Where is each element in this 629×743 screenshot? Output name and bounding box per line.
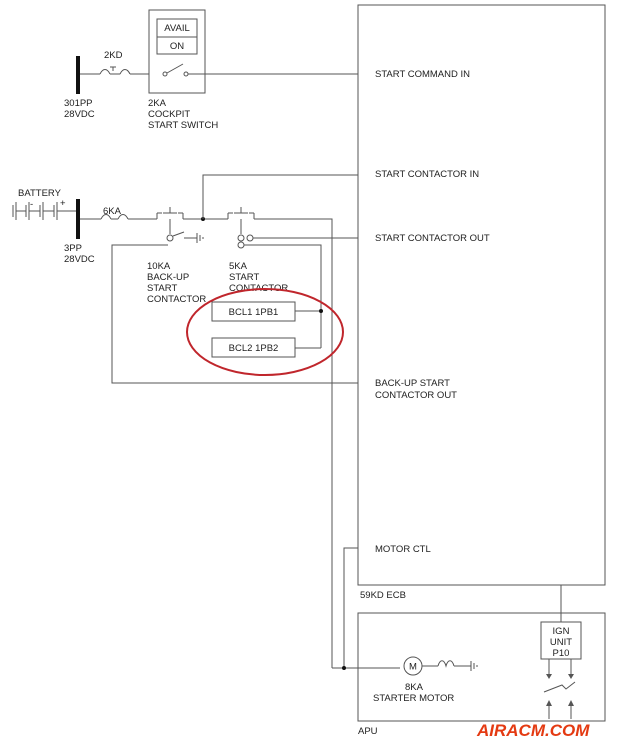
starter-motor-m: M xyxy=(409,662,417,673)
contactor-5ka-line1: START xyxy=(229,272,259,283)
starter-id: 8KA xyxy=(405,682,424,693)
highlight-ellipse xyxy=(186,288,344,376)
breaker-6ka-label: 6KA xyxy=(103,206,122,217)
ign-line1: IGN xyxy=(553,626,570,637)
wire-start-contactor-in xyxy=(202,174,358,219)
ecb-motor-ctl: MOTOR CTL xyxy=(375,544,431,555)
watermark: AIRACM.COM xyxy=(476,721,590,740)
wire-bcl-links xyxy=(295,310,321,349)
starter-name: STARTER MOTOR xyxy=(373,693,454,704)
bus-bar-3pp xyxy=(76,199,80,239)
contactor-10ka-line2: START xyxy=(147,283,177,294)
bcl1-label: BCL1 1PB1 xyxy=(229,307,279,318)
contactor-10ka-line3: CONTACTOR xyxy=(147,294,206,305)
bus-301pp-voltage: 28VDC xyxy=(64,109,95,120)
avail-label: AVAIL xyxy=(164,23,190,34)
bus-3pp-voltage: 28VDC xyxy=(64,254,95,265)
ign-line3: P10 xyxy=(553,648,570,659)
breaker-6ka-symbol xyxy=(100,214,129,220)
starter-winding-ground xyxy=(422,660,478,671)
battery-plus: + xyxy=(60,198,66,209)
wire-backup-contactor-out xyxy=(111,244,358,384)
bus-3pp-id: 3PP xyxy=(64,243,82,254)
junction-motor xyxy=(342,666,346,670)
contactor-5ka-id: 5KA xyxy=(229,261,248,272)
switch-2ka-line1: COCKPIT xyxy=(148,109,190,120)
ecb-start-contactor-in: START CONTACTOR IN xyxy=(375,169,479,180)
bus-bar-301pp xyxy=(76,56,80,94)
junction-bcl xyxy=(319,309,323,313)
igniter-arrows xyxy=(543,659,576,719)
wire-5ka-to-starter xyxy=(254,218,333,668)
on-indicator xyxy=(156,36,198,55)
ecb-box xyxy=(357,4,606,586)
ecb-start-contactor-out: START CONTACTOR OUT xyxy=(375,233,490,244)
breaker-2kd-label: 2KD xyxy=(104,50,123,61)
switch-2ka-blade xyxy=(166,63,184,74)
breaker-2kd-tick xyxy=(110,66,116,71)
battery-symbol xyxy=(12,202,76,220)
contactor-5ka-symbol xyxy=(227,207,255,249)
battery-minus: - xyxy=(30,199,33,210)
on-label: ON xyxy=(170,41,184,52)
ecb-backup-out-line1: BACK-UP START xyxy=(375,378,450,389)
ecb-start-command-in: START COMMAND IN xyxy=(375,69,470,80)
contactor-10ka-line1: BACK-UP xyxy=(147,272,189,283)
switch-2ka-contact-a xyxy=(162,71,168,77)
wire-5ka-to-bcl xyxy=(244,244,322,348)
switch-2ka-id: 2KA xyxy=(148,98,167,109)
contactor-10ka-symbol xyxy=(156,207,204,243)
apu-label: APU xyxy=(358,726,378,737)
ign-line2: UNIT xyxy=(550,637,572,648)
contactor-10ka-id: 10KA xyxy=(147,261,171,272)
ecb-name: 59KD ECB xyxy=(360,590,406,601)
wire-motor-ctl xyxy=(343,547,358,668)
battery-label: BATTERY xyxy=(18,188,62,199)
bcl2-label: BCL2 1PB2 xyxy=(229,343,279,354)
bus-301pp-id: 301PP xyxy=(64,98,93,109)
switch-2ka-line2: START SWITCH xyxy=(148,120,218,131)
ecb-backup-out-line2: CONTACTOR OUT xyxy=(375,390,457,401)
breaker-2kd-symbol xyxy=(99,69,131,75)
ign-unit-box xyxy=(540,621,582,660)
